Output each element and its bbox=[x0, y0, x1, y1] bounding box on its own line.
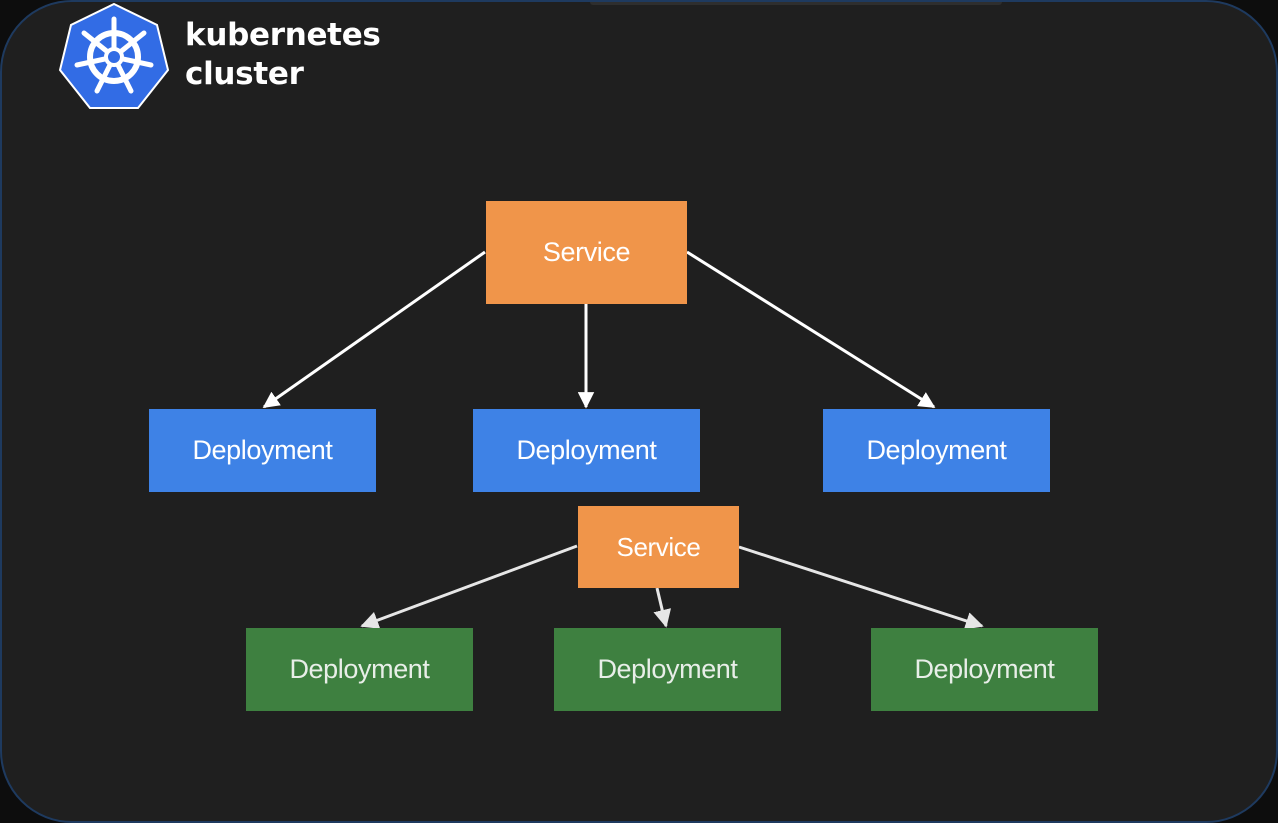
deployment-box-green-right: Deployment bbox=[871, 628, 1098, 711]
service-box-bottom: Service bbox=[578, 506, 739, 588]
top-edge-bar bbox=[590, 2, 1002, 5]
deployment-box-blue-left: Deployment bbox=[149, 409, 376, 492]
cluster-title: kubernetes cluster bbox=[185, 16, 381, 94]
service-box-top: Service bbox=[486, 201, 687, 304]
deployment-box-green-left: Deployment bbox=[246, 628, 473, 711]
cluster-title-line2: cluster bbox=[185, 56, 304, 92]
cluster-title-line1: kubernetes bbox=[185, 17, 381, 53]
deployment-box-blue-right: Deployment bbox=[823, 409, 1050, 492]
kubernetes-logo-icon bbox=[58, 2, 170, 109]
deployment-box-green-middle: Deployment bbox=[554, 628, 781, 711]
deployment-box-blue-middle: Deployment bbox=[473, 409, 700, 492]
